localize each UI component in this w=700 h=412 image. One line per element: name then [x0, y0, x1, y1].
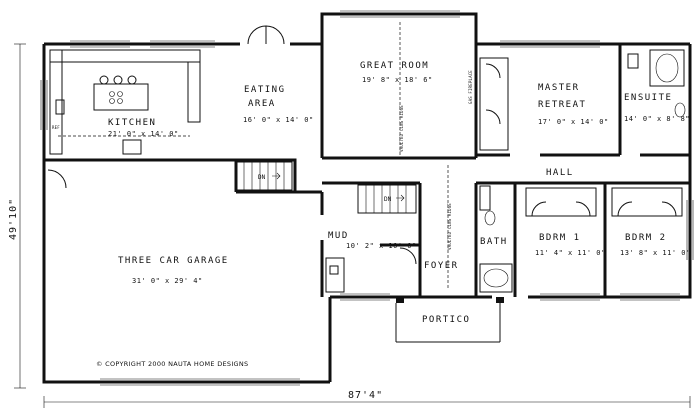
fridge-label: REF	[52, 125, 60, 130]
bath-label: BATH	[480, 237, 508, 247]
great-room-ridge-label: VAULTED CLNG RIDGE	[399, 105, 404, 152]
eating-label-line1: EATING	[244, 85, 286, 95]
ensuite-label: ENSUITE	[624, 93, 672, 103]
bedroom-closets	[525, 187, 683, 217]
garage-size: 31' 0" x 29' 4"	[132, 277, 203, 285]
exterior-walls	[42, 12, 692, 384]
overall-depth: 49'10"	[8, 198, 19, 240]
overall-width: 87'4"	[348, 390, 383, 401]
foyer-ridge-label: VAULTED CLNG RIDGE	[447, 203, 452, 250]
stair-down-label-2: DN	[384, 196, 392, 203]
bdrm1-label: BDRM 1	[539, 233, 581, 243]
mud-fixtures	[325, 247, 417, 293]
eating-size: 16' 0" x 14' 0"	[243, 116, 314, 124]
garage-label: THREE CAR GARAGE	[118, 256, 229, 266]
bdrm2-size: 13' 8" x 11' 0"	[620, 249, 691, 257]
stair-mud	[357, 184, 417, 214]
mud-size: 10' 2" x 10' 0"	[346, 242, 417, 250]
fireplace-label: GAS FIREPLACE	[468, 70, 473, 104]
foyer-label: FOYER	[424, 261, 459, 271]
kitchen-fixtures	[49, 49, 201, 155]
ensuite-size: 14' 0" x 8' 8"	[624, 115, 690, 123]
stair-eating	[235, 161, 293, 191]
eating-label-line2: AREA	[248, 99, 276, 109]
kitchen-label: KITCHEN	[108, 118, 156, 128]
master-label-line1: MASTER	[538, 83, 580, 93]
great-room-size: 19' 8" x 18' 6"	[362, 76, 433, 84]
copyright: © COPYRIGHT 2000 NAUTA HOME DESIGNS	[96, 360, 248, 368]
garage-door-swing	[47, 169, 67, 189]
interior-walls	[44, 14, 690, 297]
dimension-lines	[14, 43, 691, 408]
ensuite-fixtures	[479, 49, 686, 151]
hall-label: HALL	[546, 168, 574, 178]
mud-label: MUD	[328, 231, 349, 241]
kitchen-size: 21' 0" x 14' 0"	[108, 130, 179, 138]
annotations: DN DN VAULTED CLNG RIDGE VAULTED CLNG RI…	[52, 70, 473, 250]
master-size: 17' 0" x 14' 0"	[538, 118, 609, 126]
portico-label: PORTICO	[422, 315, 470, 325]
bath-fixtures	[479, 185, 513, 293]
master-label-line2: RETREAT	[538, 100, 586, 110]
great-room-label: GREAT ROOM	[360, 61, 429, 71]
room-labels: KITCHEN 21' 0" x 14' 0" EATING AREA 16' …	[108, 61, 691, 325]
bdrm1-size: 11' 4" x 11' 0"	[535, 249, 606, 257]
stair-down-label-1: DN	[258, 174, 266, 181]
bdrm2-label: BDRM 2	[625, 233, 667, 243]
patio-door	[247, 25, 285, 45]
windows	[40, 10, 694, 386]
